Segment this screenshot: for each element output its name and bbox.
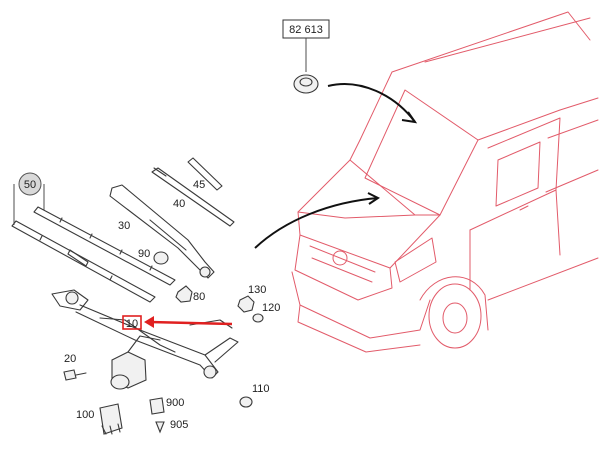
callout-100: 100 [76, 409, 94, 421]
callout-905: 905 [170, 419, 188, 431]
callout-900: 900 [166, 397, 184, 409]
van-outline [291, 11, 599, 353]
callout-90: 90 [138, 248, 150, 260]
windshield [364, 89, 479, 216]
wiper-blade-lower [11, 220, 156, 303]
front-grille [294, 234, 393, 301]
callout-120: 120 [262, 302, 280, 314]
grommet-part [293, 74, 319, 94]
wiper-blade-upper [33, 206, 176, 286]
front-bumper [291, 271, 431, 339]
nut-80: 80 [175, 285, 205, 303]
highlight-box-10 [122, 315, 142, 330]
cap-90: 90 [138, 248, 169, 265]
callout-45: 45 [193, 179, 205, 191]
callout-130: 130 [248, 284, 266, 296]
washer-120: 120 [252, 302, 280, 323]
callout-20: 20 [64, 353, 76, 365]
front-wheel [428, 283, 482, 349]
blade-insert: 45 [187, 157, 223, 191]
reference-box: 82 613 [282, 19, 330, 94]
wiper-arm: 30 [109, 184, 215, 279]
arrow-to-cowl [254, 197, 379, 249]
wiper-linkage: 10 [51, 289, 239, 379]
screw-20: 20 [63, 353, 87, 381]
callout-40: 40 [173, 198, 185, 210]
nut-110: 110 [239, 383, 270, 408]
wiper-blade-set: 50 [11, 172, 176, 303]
callout-30: 30 [118, 220, 130, 232]
clip-900: 900 [149, 397, 184, 415]
fastener-905: 905 [155, 419, 188, 434]
reference-box-label: 82 613 [289, 24, 323, 36]
side-window [495, 141, 541, 207]
headlight [394, 237, 437, 283]
callout-110: 110 [252, 383, 270, 395]
grommet-100: 100 [76, 403, 123, 435]
callout-50: 50 [24, 179, 36, 191]
wiper-arm-rod: 40 [151, 167, 235, 227]
front-wheel-arch [419, 276, 489, 331]
callout-80: 80 [193, 291, 205, 303]
nut-130: 130 [237, 284, 266, 313]
wiper-motor [110, 335, 161, 390]
highlight-arrow [149, 320, 233, 326]
callout-10: 10 [126, 318, 138, 330]
callout-circle-50 [18, 172, 42, 196]
